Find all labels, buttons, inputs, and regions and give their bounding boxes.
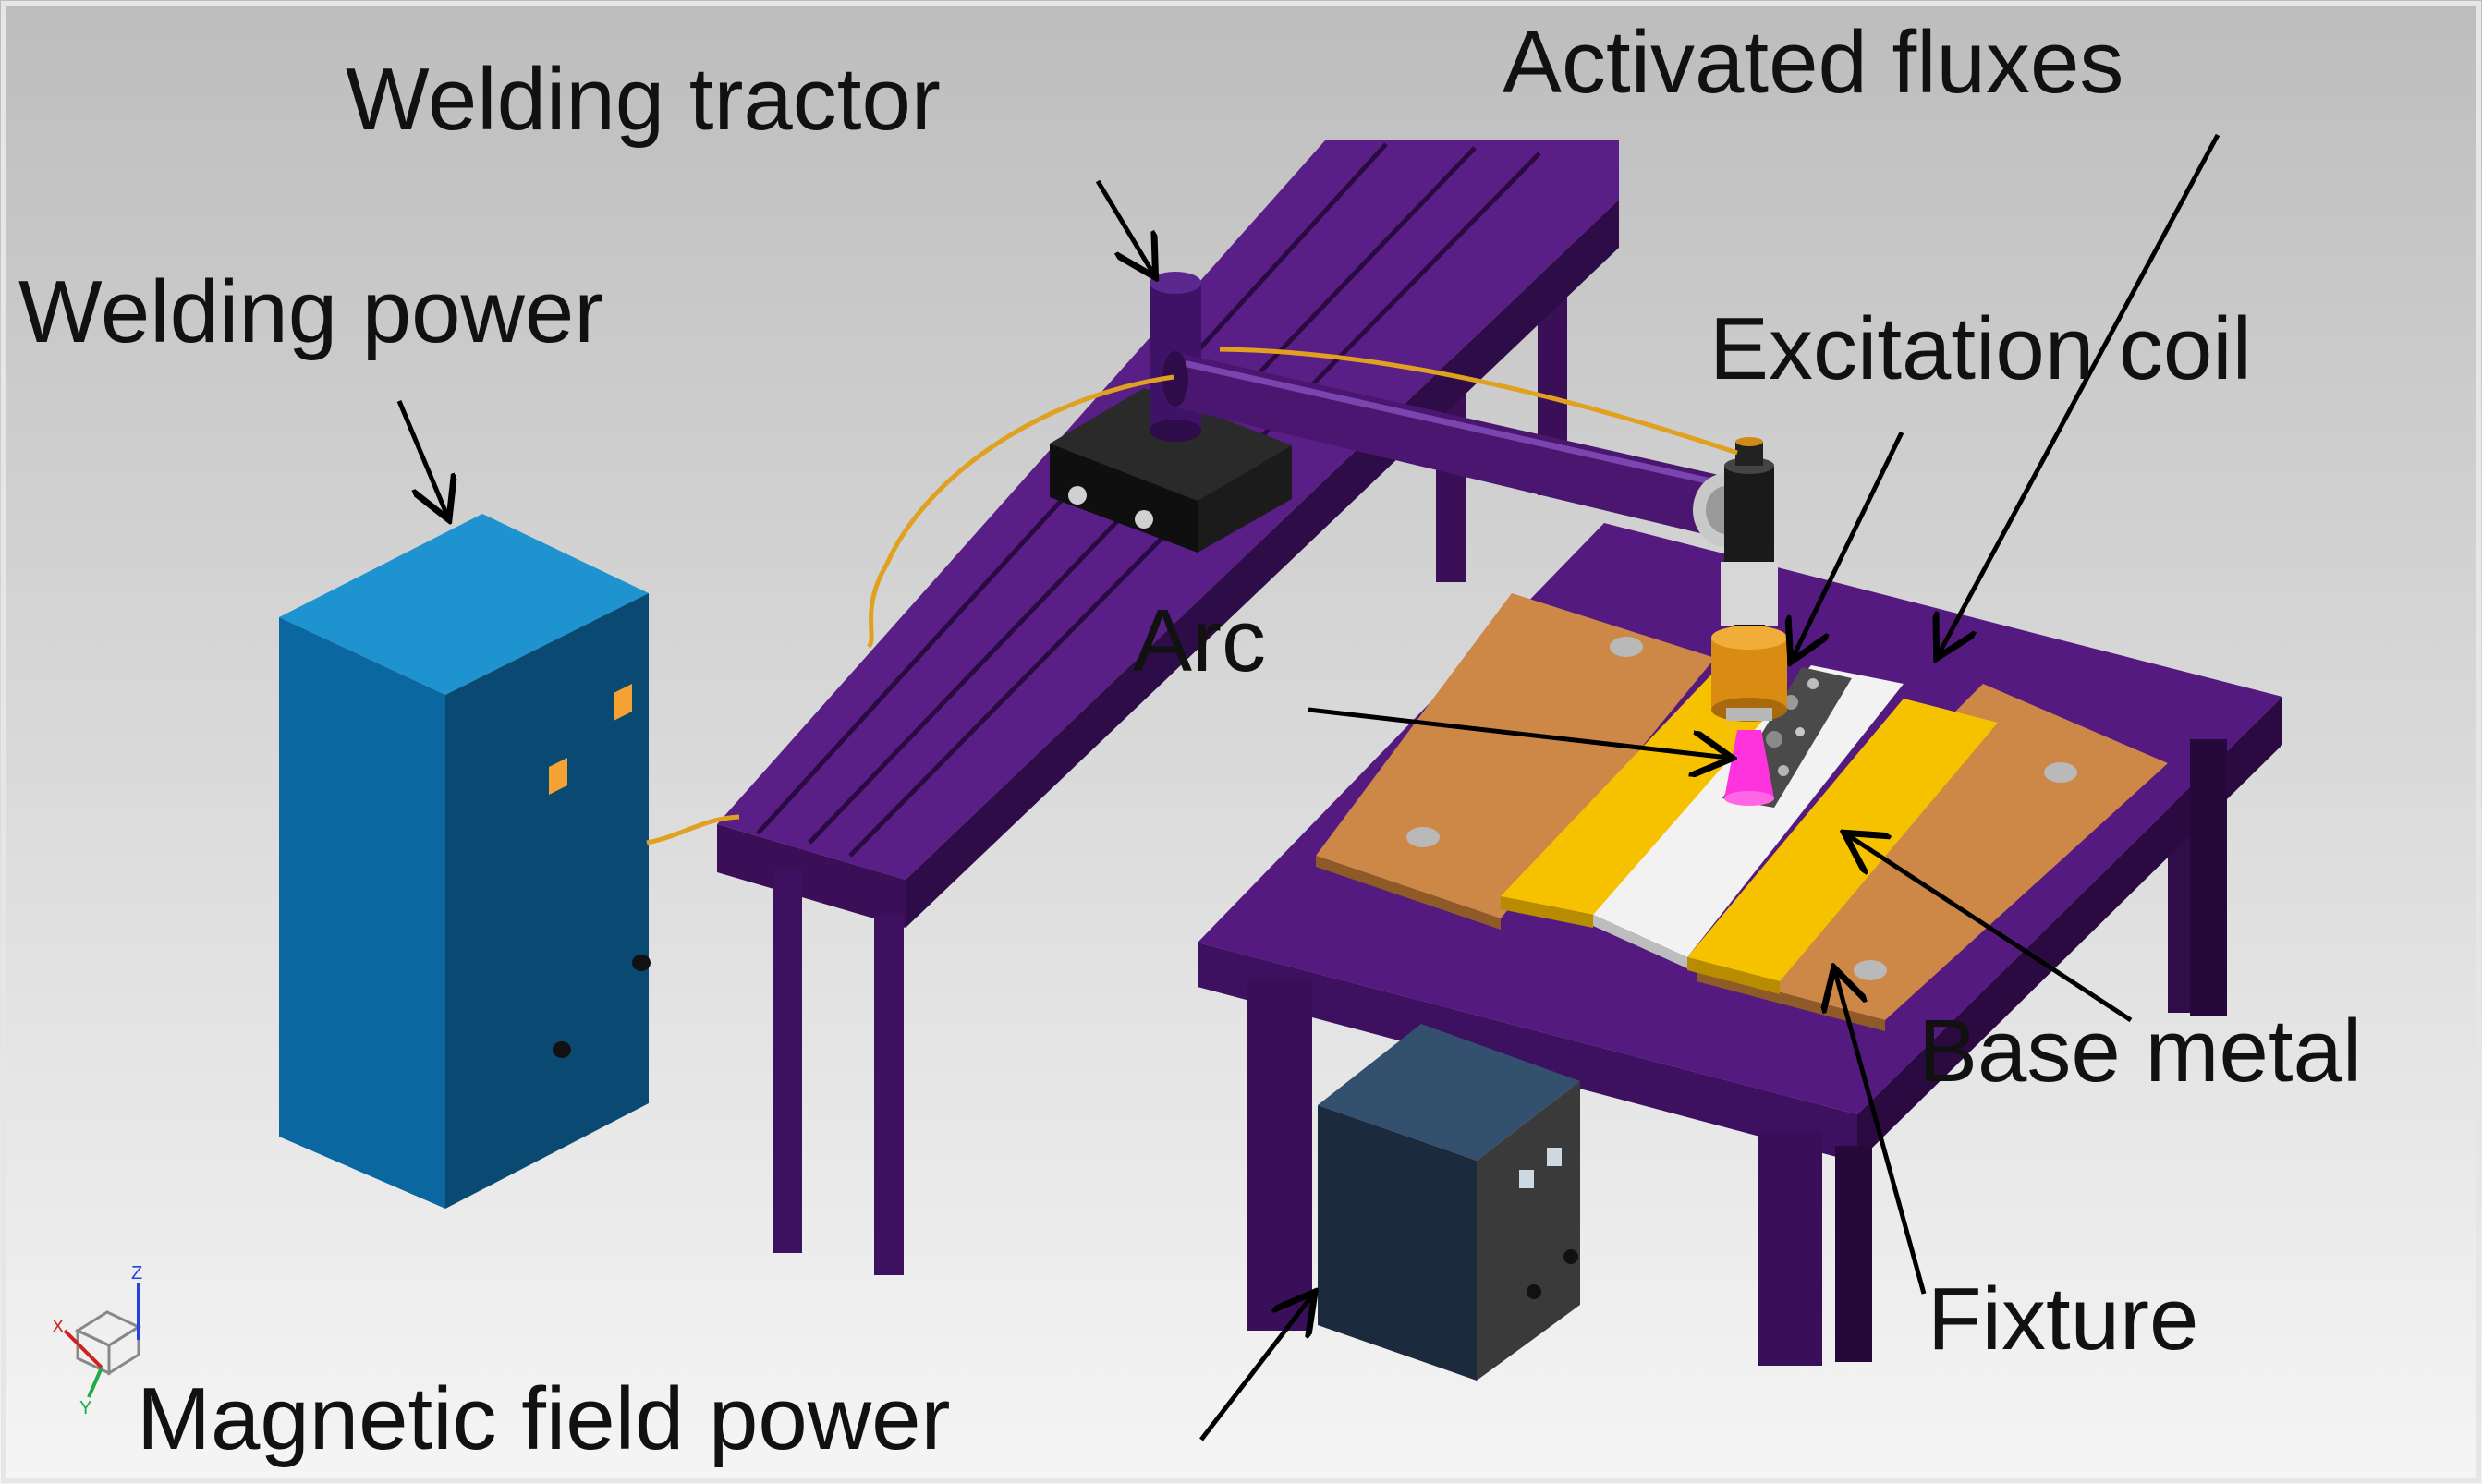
- axis-x-label: X: [52, 1317, 64, 1337]
- label-fixture: Fixture: [1928, 1270, 2199, 1368]
- axis-y-label: Y: [79, 1398, 91, 1418]
- arrow-activated-fluxes: [1939, 133, 2220, 654]
- axis-triad: Z X Y: [52, 1263, 142, 1418]
- label-welding-power: Welding power: [18, 262, 604, 361]
- label-arc: Arc: [1133, 591, 1266, 690]
- base-metal-strip: [1593, 665, 1904, 968]
- welding-power-cabinet: [279, 514, 651, 1209]
- arrow-fixture: [1835, 972, 1927, 1295]
- label-activated-fluxes: Activated fluxes: [1503, 13, 2124, 112]
- arrow-magnetic-field-power: [1199, 1295, 1312, 1441]
- label-welding-tractor: Welding tractor: [346, 50, 941, 149]
- arrow-base-metal: [1848, 835, 2133, 1023]
- magnetic-field-power-box: [1318, 1024, 1580, 1381]
- label-excitation-coil: Excitation coil: [1709, 299, 2252, 398]
- axis-z-label: Z: [131, 1263, 142, 1283]
- label-base-metal: Base metal: [1918, 1002, 2363, 1101]
- arrow-excitation-coil: [1793, 431, 1904, 658]
- arrow-welding-power: [396, 400, 447, 516]
- label-magnetic-field-power: Magnetic field power: [137, 1369, 951, 1468]
- arrow-arc: [1308, 707, 1728, 758]
- excitation-coil-body: [1711, 626, 1787, 722]
- arrow-welding-tractor: [1095, 179, 1153, 274]
- cables: [646, 347, 1738, 845]
- callout-arrows: [396, 133, 2220, 1441]
